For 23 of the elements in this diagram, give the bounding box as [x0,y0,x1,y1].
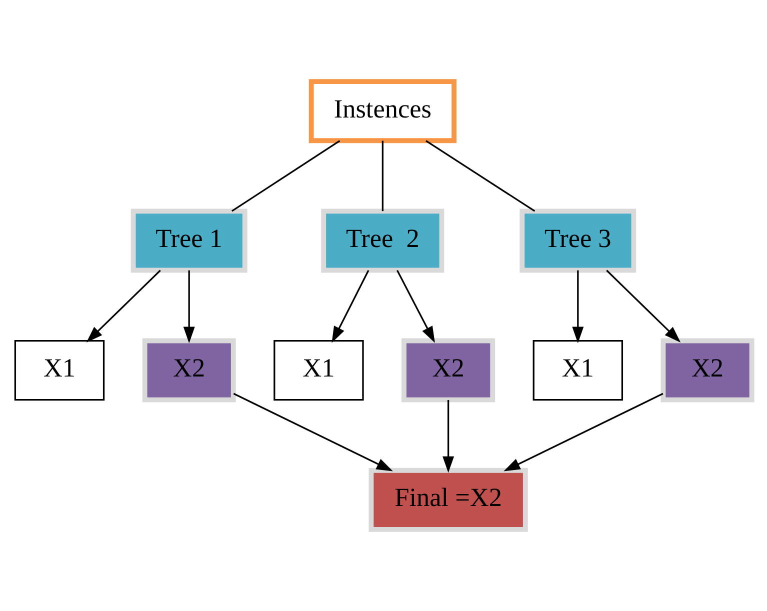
arrow [233,392,393,472]
connector [382,140,384,212]
node-box: X2 [660,338,754,402]
connector [426,140,536,212]
arrow [86,270,161,342]
arrow [606,270,681,342]
node-box: Tree 3 [520,208,636,273]
node-box: Final =X2 [368,468,528,532]
node-box: X1 [14,340,105,401]
node-box: X1 [274,340,364,401]
arrow [332,270,370,343]
arrow [572,270,584,344]
arrow [396,270,435,343]
node-box: Instences [308,79,456,144]
arrow [504,392,664,472]
connector [231,140,340,212]
node-box: X1 [532,340,624,401]
node-box: Tree 1 [130,208,248,273]
arrow [183,270,195,344]
node-box: Tree 2 [321,208,444,273]
node-box: X2 [402,338,496,402]
arrow [442,400,454,473]
node-box: X2 [142,338,236,402]
